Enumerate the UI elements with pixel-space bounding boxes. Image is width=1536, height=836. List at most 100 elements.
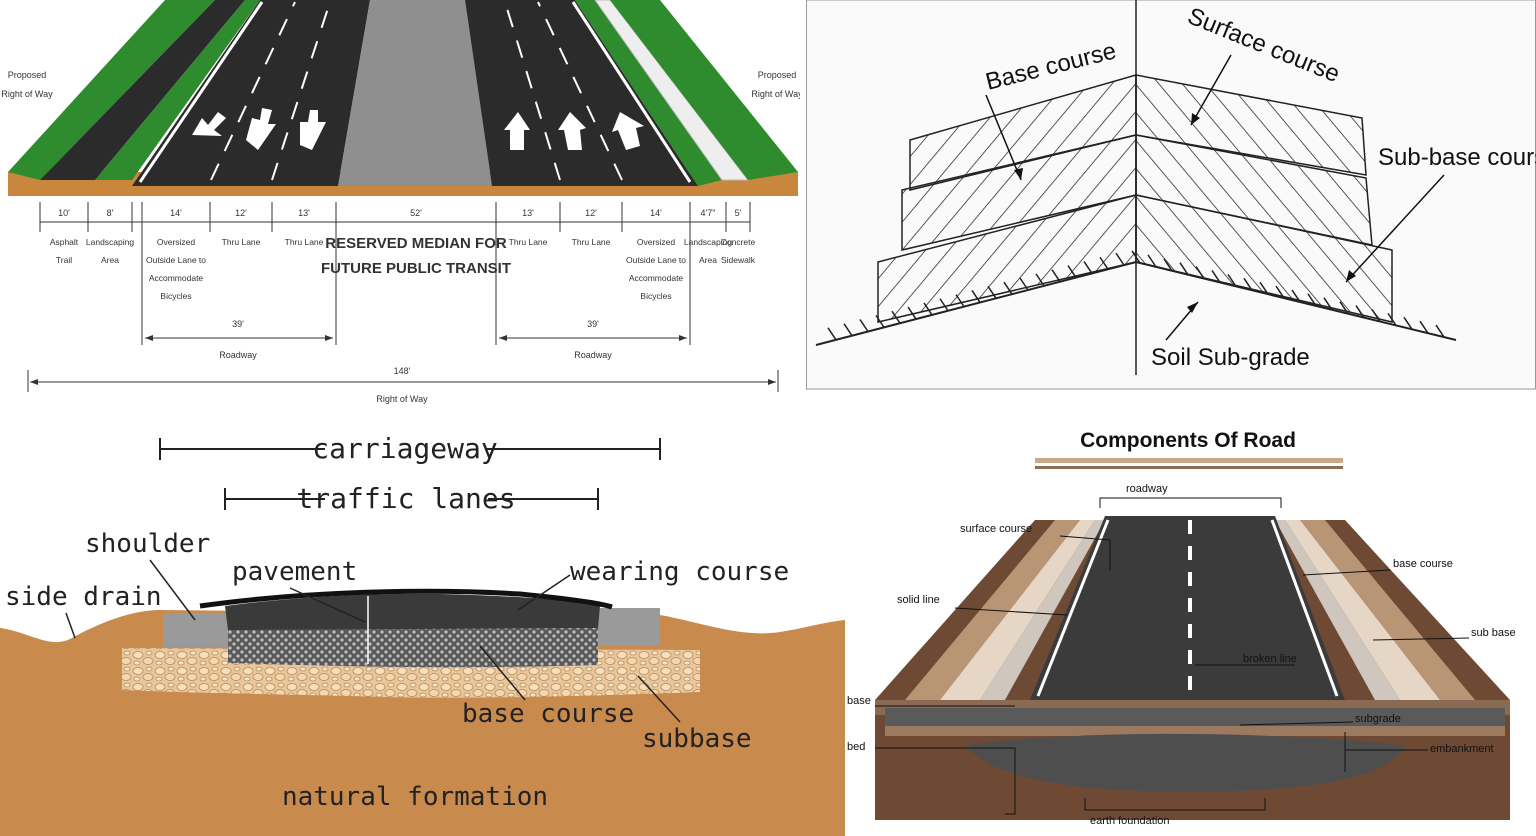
surface-course-right (1135, 74, 1367, 176)
segment-width-2: 14' (170, 208, 182, 218)
components-title: Components Of Road (1080, 429, 1296, 452)
soil-tick (1099, 256, 1109, 270)
wearing-course-layer (225, 593, 600, 630)
label-sub-base: sub base (1471, 627, 1516, 639)
soil-tick (891, 310, 901, 324)
pointer-side-drain (65, 612, 76, 639)
soil-tick (1067, 265, 1077, 278)
arrow-down-1 (192, 112, 226, 136)
soil-tick (1323, 297, 1333, 311)
segment-label-8-3: Bicycles (640, 291, 671, 301)
pointer-solid-line (954, 607, 1068, 616)
pointer-base-course (985, 94, 1022, 181)
segment-label-8-0: Oversized (637, 237, 676, 247)
title-underline-2 (1035, 466, 1343, 469)
left-lane-divider-1 (210, 1, 296, 181)
segment-label-9-1: Area (699, 255, 717, 265)
soil-tick (1387, 312, 1397, 326)
title-underline-1 (1035, 458, 1343, 463)
segment-label-10-1: Sidewalk (721, 255, 756, 265)
segment-label-9-0: Landscaping (684, 237, 732, 247)
segment-label-1-1: Area (101, 255, 119, 265)
soil-tick (859, 319, 869, 332)
soil-tick (1019, 277, 1029, 291)
earth-foundation-bracket (1084, 798, 1266, 811)
segment-label-7-0: Thru Lane (572, 237, 611, 247)
pointer-subbase (637, 675, 681, 723)
label-traffic-lanes: traffic lanes (296, 482, 515, 515)
soil-tick (1163, 258, 1173, 272)
total-row-width: 148' (394, 366, 411, 376)
soil-tick (907, 306, 917, 320)
segment-width-8: 14' (650, 208, 662, 218)
soil-tick (1051, 269, 1061, 283)
segment-label-6-0: Thru Lane (509, 237, 548, 247)
total-row-arrow-r (768, 379, 776, 385)
soil-tick (923, 302, 933, 316)
arrow-up-2 (558, 112, 586, 150)
soil-tick (1211, 270, 1221, 283)
soil-tick (1355, 305, 1365, 318)
label-broken-line: broken line (1243, 653, 1297, 665)
arrow-down-3 (300, 110, 326, 150)
roadway-right-arrow-r (679, 335, 687, 341)
soil-tick (827, 327, 837, 341)
soil-tick (1243, 277, 1253, 291)
label-surface-course: surface course (960, 523, 1032, 535)
soil-tick (1227, 273, 1237, 287)
label-base: base (847, 695, 871, 707)
label-sub-base-course: Sub-base course (1378, 144, 1536, 171)
right-road-edge-line (571, 1, 692, 183)
segment-dimension-line (27, 202, 779, 392)
soil-tick (939, 298, 949, 312)
left-slope-3 (980, 520, 1105, 700)
pointer-base-course (479, 645, 526, 701)
roadway-left-arrow-l (145, 335, 153, 341)
soil-tick (843, 323, 853, 337)
segment-label-2-0: Oversized (157, 237, 196, 247)
roadway-left-width: 39' (232, 319, 244, 329)
segment-width-7: 12' (585, 208, 597, 218)
pointer-bed (875, 747, 1016, 815)
roadway-right-label: Roadway (574, 350, 612, 360)
carriageway-svg: carriageway traffic lanes shoulder pavem… (0, 432, 845, 836)
segment-width-3: 12' (235, 208, 247, 218)
left-asphalt-trail (40, 0, 245, 180)
up-arrows (504, 112, 644, 150)
highway-cross-section-panel: Proposed Right of Way Proposed Right of … (0, 0, 800, 410)
soil-tick (1435, 324, 1445, 338)
label-base-course: base course (462, 699, 634, 729)
soil-tick (1035, 273, 1045, 287)
pointer-subgrade (1239, 721, 1354, 726)
pointer-pavement (289, 587, 366, 623)
pointer-sub-base (1345, 174, 1445, 283)
pointer-base-course (1302, 569, 1391, 576)
left-slope-2 (940, 520, 1095, 700)
arrow-up-1 (504, 112, 530, 150)
wearing-course-top (199, 588, 613, 610)
road-surface (1030, 516, 1345, 700)
segment-width-9: 4'7" (701, 208, 716, 218)
carriageway-panel: carriageway traffic lanes shoulder pavem… (0, 410, 845, 836)
soil-tick (1179, 262, 1189, 276)
soil-tick (1291, 289, 1301, 303)
highway-cross-section-svg: Proposed Right of Way Proposed Right of … (1, 0, 800, 404)
segment-label-4-0: Thru Lane (285, 237, 324, 247)
label-solid-line: solid line (897, 594, 940, 606)
roadway-bracket (1099, 497, 1282, 508)
segment-width-5: 52' (410, 208, 422, 218)
pavement-layers-svg: Base course Surface course Sub-base cour… (806, 0, 1536, 390)
right-sidewalk (594, 0, 750, 181)
pointer-sub-base-head (1346, 270, 1356, 282)
left-landscaping-strip (95, 0, 260, 180)
segment-width-4: 13' (298, 208, 310, 218)
total-row-arrow-l (30, 379, 38, 385)
label-natural-formation: natural formation (282, 782, 548, 812)
subgrade-band (885, 726, 1505, 736)
segment-label-2-3: Bicycles (160, 291, 191, 301)
segment-label-8-1: Outside Lane to (626, 255, 686, 265)
base-band (885, 708, 1505, 726)
sub-base-course-right (1135, 194, 1393, 323)
soil-subgrade-line (815, 260, 1457, 346)
segment-labels: 10'AsphaltTrail8'LandscapingArea14'Overs… (50, 208, 756, 301)
